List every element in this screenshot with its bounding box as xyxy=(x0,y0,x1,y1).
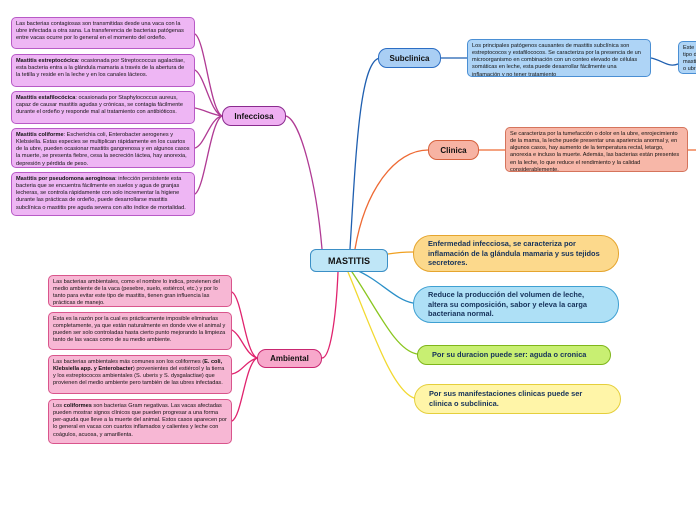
infecciosa-note-5-text: : infección persistente esta bacteria qu… xyxy=(16,176,186,211)
link-center-clinica xyxy=(354,149,429,250)
link-infecciosa-note-1 xyxy=(194,33,223,117)
topic-clinica-label: Clinica xyxy=(440,145,467,155)
infecciosa-note-2-bold: Mastitis estreptocócica xyxy=(16,58,78,64)
link-center-ambiental xyxy=(321,271,339,359)
link-center-fact3 xyxy=(351,271,418,355)
infecciosa-note-3-text: : ocasionada por Staphylococcus aureus, … xyxy=(16,95,183,116)
fact-duracion[interactable]: Por su duracion puede ser: aguda o croni… xyxy=(417,345,611,365)
fact-manifestaciones-text: Por sus manifestaciones clinicas puede s… xyxy=(429,389,583,408)
infecciosa-note-3[interactable]: Mastitis estafilocócica: ocasionada por … xyxy=(11,91,195,124)
link-ambiental-note-2 xyxy=(231,329,258,359)
clinica-note[interactable]: Se caracteriza por la tumefacción o dolo… xyxy=(505,127,688,172)
infecciosa-note-2-text: : ocasionada por Streptococcus agalactia… xyxy=(16,58,185,79)
infecciosa-note-4[interactable]: Mastitis coliforme: Escherichia coli, En… xyxy=(11,128,195,168)
topic-subclinica[interactable]: Subclinica xyxy=(378,48,441,68)
ambiental-note-3-text: ) provenientes del estiércol y la tierra… xyxy=(53,366,225,387)
ambiental-note-3-pre: Las bacterias ambientales más comunes so… xyxy=(53,359,205,365)
infecciosa-note-3-bold: Mastitis estafilocócica xyxy=(16,95,76,101)
link-center-subclinica xyxy=(349,57,381,250)
ambiental-note-2-text: Esta es la razón por la cual es práctica… xyxy=(53,316,226,344)
link-center-infecciosa xyxy=(285,115,323,250)
topic-infecciosa[interactable]: Infecciosa xyxy=(222,106,286,126)
ambiental-note-2[interactable]: Esta es la razón por la cual es práctica… xyxy=(48,312,232,350)
topic-subclinica-label: Subclinica xyxy=(389,53,430,63)
infecciosa-note-1[interactable]: Las bacterias contagiosas son transmitid… xyxy=(11,17,195,49)
link-infecciosa-note-3 xyxy=(194,107,223,117)
ambiental-note-4-pre: Los xyxy=(53,403,64,409)
infecciosa-note-4-text: : Escherichia coli, Enterobacter aerogen… xyxy=(16,132,190,167)
ambiental-note-1[interactable]: Las bacterias ambientales, como el nombr… xyxy=(48,275,232,307)
fact-enfermedad-infecciosa[interactable]: Enfermedad infecciosa, se caracteriza po… xyxy=(413,235,619,272)
topic-ambiental[interactable]: Ambiental xyxy=(257,349,322,368)
fact-manifestaciones[interactable]: Por sus manifestaciones clinicas puede s… xyxy=(414,384,621,414)
link-infecciosa-note-2 xyxy=(194,69,223,117)
fact-enfermedad-infecciosa-text: Enfermedad infecciosa, se caracteriza po… xyxy=(428,239,600,268)
topic-infecciosa-label: Infecciosa xyxy=(234,111,274,121)
link-infecciosa-note-4 xyxy=(194,115,223,149)
infecciosa-note-2[interactable]: Mastitis estreptocócica: ocasionada por … xyxy=(11,54,195,87)
link-subclinica-far xyxy=(650,57,679,66)
link-center-fact4 xyxy=(347,271,415,399)
ambiental-note-3[interactable]: Las bacterias ambientales más comunes so… xyxy=(48,355,232,394)
subclinica-far-note-text: Este tipo de mastitis o ubre por lo que … xyxy=(683,45,696,73)
infecciosa-note-5-bold: Mastitis por pseudomona aeroginosa xyxy=(16,176,116,182)
ambiental-note-1-text: Las bacterias ambientales, como el nombr… xyxy=(53,279,220,307)
subclinica-note-text: Los principales patógenos causantes de m… xyxy=(472,43,641,77)
infecciosa-note-1-text: Las bacterias contagiosas son transmitid… xyxy=(16,21,184,42)
link-ambiental-note-4 xyxy=(231,357,258,422)
fact-duracion-text: Por su duracion puede ser: aguda o croni… xyxy=(432,350,587,360)
central-topic-label: MASTITIS xyxy=(328,255,370,266)
subclinica-note[interactable]: Los principales patógenos causantes de m… xyxy=(467,39,651,77)
ambiental-note-4[interactable]: Los coliformes son bacterias Gram negati… xyxy=(48,399,232,444)
infecciosa-note-5[interactable]: Mastitis por pseudomona aeroginosa: infe… xyxy=(11,172,195,216)
clinica-note-text: Se caracteriza por la tumefacción o dolo… xyxy=(510,131,680,172)
topic-ambiental-label: Ambiental xyxy=(270,354,309,363)
link-ambiental-note-1 xyxy=(231,291,258,359)
ambiental-note-3-bold: E. coli, Klebsiella app. y Enterobacter xyxy=(53,359,223,373)
fact-reduce-produccion-text: Reduce la producción del volumen de lech… xyxy=(428,290,587,319)
link-ambiental-note-3 xyxy=(231,357,258,375)
fact-reduce-produccion[interactable]: Reduce la producción del volumen de lech… xyxy=(413,286,619,323)
ambiental-note-4-text: son bacterias Gram negativas. Las vacas … xyxy=(53,403,227,438)
link-center-fact2 xyxy=(355,269,414,304)
ambiental-note-4-bold: coliformes xyxy=(63,403,92,409)
infecciosa-note-4-bold: Mastitis coliforme xyxy=(16,132,64,138)
subclinica-far-note[interactable]: Este tipo de mastitis o ubre por lo que … xyxy=(678,41,696,74)
link-infecciosa-note-5 xyxy=(194,115,223,195)
topic-clinica[interactable]: Clinica xyxy=(428,140,479,160)
central-topic[interactable]: MASTITIS xyxy=(310,249,388,272)
